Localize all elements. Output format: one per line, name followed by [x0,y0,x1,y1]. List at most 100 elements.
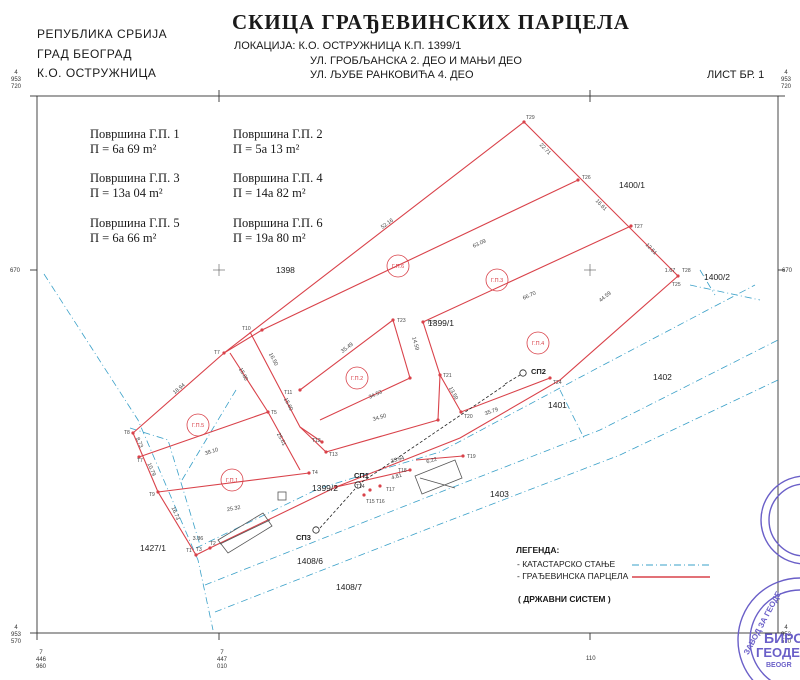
svg-text:T17: T17 [386,487,395,493]
svg-text:25.32: 25.32 [227,505,242,513]
cadastre-line [559,389,586,441]
header-republic: РЕПУБЛИКА СРБИЈА [37,27,168,41]
svg-text:T11: T11 [284,390,292,396]
svg-text:35.79: 35.79 [484,407,499,417]
svg-text:T15: T15 [366,499,375,505]
cadastre-line [43,273,214,631]
svg-text:T26: T26 [582,175,591,181]
svg-text:T20: T20 [464,414,473,420]
svg-text:T4: T4 [312,470,318,476]
parcel-number: 1399/2 [312,483,338,493]
gp-label: Г.П.6 [392,264,404,270]
parcel-line [157,472,310,493]
svg-text:8.73: 8.73 [134,437,144,449]
parcel-number: 1402 [653,372,672,382]
svg-text:18.94: 18.94 [172,383,186,396]
svg-text:15.80: 15.80 [237,367,249,382]
parcel-number: 1399/1 [428,318,454,328]
parcel-number: 1403 [490,489,509,499]
stamp-text-1: БИРО [764,630,800,646]
parcel-number: 1400/1 [619,180,645,190]
svg-text:35.64: 35.64 [390,455,405,465]
svg-text:34.50: 34.50 [372,413,387,423]
svg-text:14.59: 14.59 [410,336,420,351]
parcel-line [249,331,323,443]
svg-text:T19: T19 [467,454,476,460]
building [414,459,463,495]
gp-label: Г.П.2 [351,376,363,382]
svg-text:T28: T28 [682,268,691,274]
parcel-line [299,426,327,453]
parcel-line [335,469,411,488]
svg-text:25.61: 25.61 [275,432,287,447]
svg-text:10.79: 10.79 [145,462,156,477]
svg-text:T25: T25 [672,282,681,288]
svg-text:63.09: 63.09 [472,238,487,249]
header-municipality: К.О. ОСТРУЖНИЦА [37,66,157,80]
svg-text:T12: T12 [312,438,321,444]
svg-text:T21: T21 [443,373,452,379]
parcel-number: 1408/6 [297,556,323,566]
svg-text:T24: T24 [553,380,562,386]
svg-text:T9: T9 [149,492,155,498]
building [217,512,273,554]
location-line-3: УЛ. ЉУБЕ РАНКОВИЋА 4. ДЕО [310,69,474,81]
svg-text:3.86: 3.86 [193,536,204,542]
gp-label: Г.П.1 [226,478,238,484]
legend-title: ЛЕГЕНДА: [516,545,560,555]
svg-text:T27: T27 [634,224,643,230]
cadastre-line [699,269,716,296]
svg-text:T8: T8 [124,430,130,436]
gp-label: Г.П.5 [192,423,204,429]
parcel-line [299,319,394,391]
parcel-line [422,225,632,323]
svg-text:52.16: 52.16 [380,218,395,231]
svg-text:66.70: 66.70 [522,290,537,301]
svg-text:35.49: 35.49 [340,342,355,355]
svg-text:T2: T2 [210,541,216,547]
parcel-number: 1408/7 [336,582,362,592]
svg-text:22.71: 22.71 [538,142,552,156]
svg-text:T7: T7 [137,458,143,464]
coord-left-670: 670 [10,268,21,274]
svg-text:T5: T5 [271,410,277,416]
survey-point-label: СП3 [296,533,311,542]
parcel-line [261,179,579,331]
parcel-line [415,455,464,461]
coord-bottom-x3: 110 [586,656,596,662]
location-line-2: УЛ. ГРОБЉАНСКА 2. ДЕО И МАЊИ ДЕО [310,55,522,67]
header-city: ГРАД БЕОГРАД [37,47,133,61]
stamp-small-text: BEOGR [766,662,792,669]
cadastre-line [204,339,779,586]
parcel-line [325,321,441,453]
svg-text:1.67: 1.67 [665,268,676,274]
svg-text:38.10: 38.10 [204,447,219,457]
svg-text:16.50: 16.50 [267,352,279,367]
parcel-outline [132,121,679,556]
svg-text:13.59: 13.59 [447,386,459,401]
svg-text:T16: T16 [376,499,385,505]
svg-text:T29: T29 [526,115,535,121]
svg-text:16.61: 16.61 [594,198,608,212]
cadastre-line [195,284,756,549]
cadastre-line [129,427,201,546]
svg-text:16.73: 16.73 [169,506,180,521]
svg-text:15.60: 15.60 [282,397,294,412]
survey-point-label: СП1 [354,471,369,480]
cadastre-line [214,379,779,613]
svg-text:4.81: 4.81 [391,473,403,482]
parcel-line [319,377,411,421]
cadastre-line [181,389,237,481]
legend-item-parcel: - ГРАЂЕВИНСКА ПАРЦЕЛА [517,571,629,581]
location-line-1: ЛОКАЦИЈА: К.О. ОСТРУЖНИЦА К.П. 1399/1 [234,40,462,52]
stamp-text-2: ГЕОДЕ [756,645,800,660]
